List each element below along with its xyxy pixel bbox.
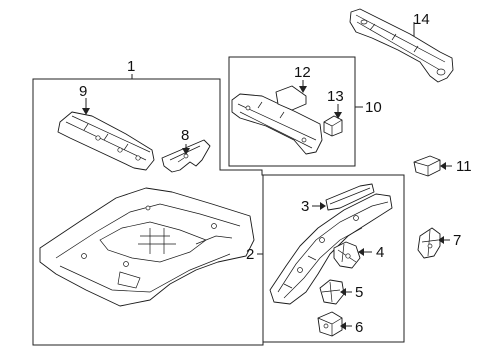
- arrow-9: [82, 108, 90, 115]
- part-1-floor-pan: [39, 187, 255, 307]
- callout-8: 8: [181, 127, 189, 144]
- callout-10: 10: [365, 99, 382, 116]
- part-13-clip: [323, 115, 343, 137]
- part-8-bracket: [161, 139, 211, 173]
- arrow-12: [299, 86, 307, 93]
- callout-2: 2: [246, 246, 254, 263]
- part-2-rear-rail: [269, 193, 393, 305]
- arrow-6: [340, 322, 346, 330]
- arrow-13: [334, 112, 342, 119]
- callout-4: 4: [376, 244, 384, 261]
- arrow-5: [340, 288, 346, 296]
- part-4-bracket: [333, 241, 361, 269]
- arrow-7: [438, 236, 444, 244]
- part-9-rail: [57, 111, 155, 171]
- callout-13: 13: [327, 88, 344, 105]
- callout-11: 11: [456, 158, 472, 175]
- group-box-1: [32, 78, 264, 346]
- callout-3: 3: [301, 198, 309, 215]
- part-3-reinforcement: [325, 183, 375, 211]
- arrow-4: [358, 248, 364, 256]
- part-7-bracket: [417, 227, 441, 259]
- callout-14: 14: [413, 11, 430, 28]
- callout-12: 12: [294, 64, 311, 81]
- callout-7: 7: [453, 232, 461, 249]
- callout-1: 1: [127, 58, 135, 75]
- arrow-8: [182, 148, 190, 155]
- part-14-crossmember: [349, 8, 454, 83]
- part-12-rail-section: [231, 85, 323, 155]
- group-box-2: [262, 174, 405, 343]
- arrow-11: [440, 162, 446, 170]
- group-box-10: [228, 56, 356, 167]
- callout-5: 5: [355, 284, 363, 301]
- arrow-3: [320, 202, 326, 210]
- part-11-bracket: [413, 155, 441, 177]
- part-6-bracket: [317, 311, 343, 337]
- callout-6: 6: [355, 319, 363, 336]
- callout-9: 9: [79, 83, 87, 100]
